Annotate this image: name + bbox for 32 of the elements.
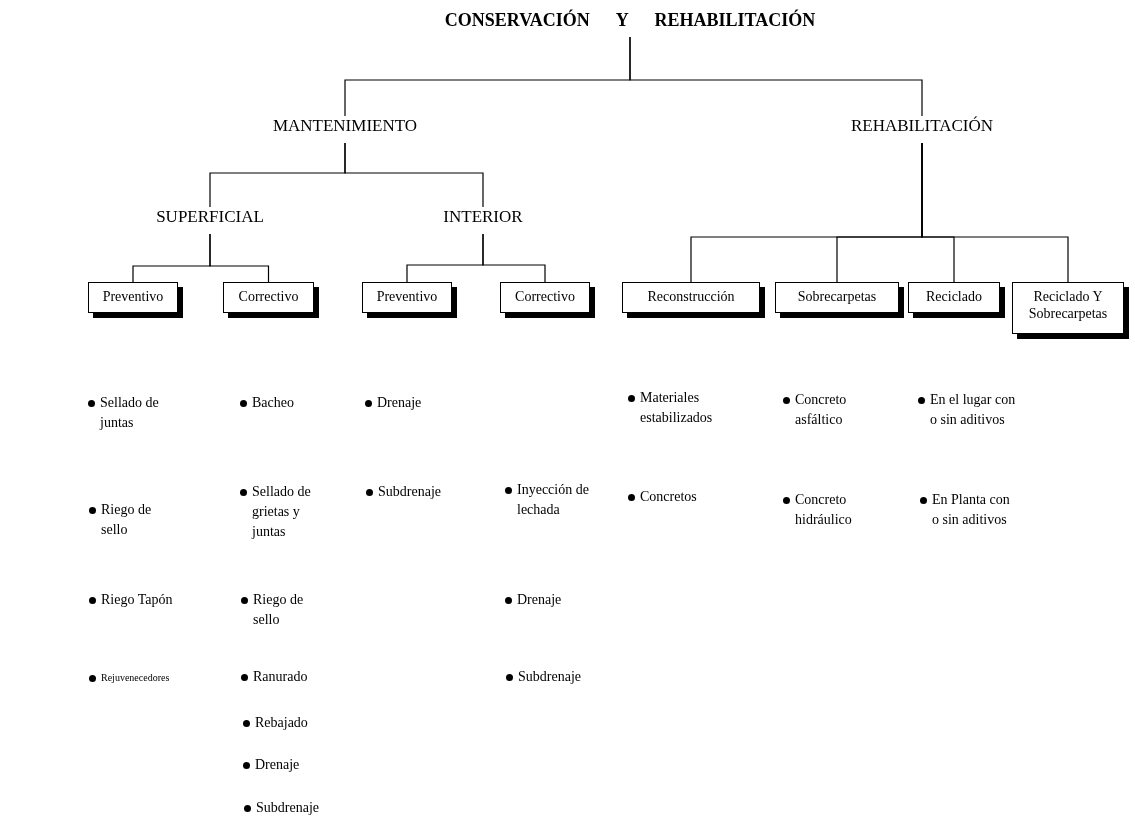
category-heading: MANTENIMIENTO xyxy=(271,116,419,136)
bullet-text: Rejuvenecedores xyxy=(101,671,171,685)
bullet-text: Riego de sello xyxy=(101,501,153,539)
bullet-text: Concreto asfáltico xyxy=(795,391,848,429)
bullet-text: Concretos xyxy=(640,488,698,506)
category-heading: INTERIOR xyxy=(442,207,524,227)
bullet-text: Ranurado xyxy=(253,668,309,686)
connector-line xyxy=(209,233,270,283)
bullet-text: Sellado de juntas xyxy=(100,394,160,432)
bullet-text: Bacheo xyxy=(252,394,295,412)
bullet-text: Drenaje xyxy=(377,394,423,412)
bullet-text: Concreto hidráulico xyxy=(795,491,853,529)
bullet-text: Subdrenaje xyxy=(378,483,442,501)
connector-line xyxy=(921,142,1069,283)
bullet-text: Materiales estabilizados xyxy=(640,389,714,427)
bullet-text: Riego de sello xyxy=(253,591,305,629)
connector-line xyxy=(344,142,484,208)
bullet-text: En Planta con o sin aditivos xyxy=(932,491,1011,529)
chart-title: CONSERVACIÓN Y REHABILITACIÓN xyxy=(443,10,817,31)
bullet-text: Riego Tapón xyxy=(101,591,174,609)
category-heading: REHABILITACIÓN xyxy=(849,116,995,136)
bullet-text: Rebajado xyxy=(255,714,309,732)
bullet-text: Subdrenaje xyxy=(256,799,320,817)
bullet-text: Inyección de lechada xyxy=(517,481,590,519)
bullet-text: Drenaje xyxy=(517,591,563,609)
category-heading: SUPERFICIAL xyxy=(155,207,265,227)
bullet-text: Sellado de grietas y juntas xyxy=(252,483,312,541)
connector-line xyxy=(482,233,546,283)
bullet-text: En el lugar con o sin aditivos xyxy=(930,391,1017,429)
bullet-text: Drenaje xyxy=(255,756,301,774)
connector-line xyxy=(629,36,923,117)
bullet-text: Subdrenaje xyxy=(518,668,582,686)
